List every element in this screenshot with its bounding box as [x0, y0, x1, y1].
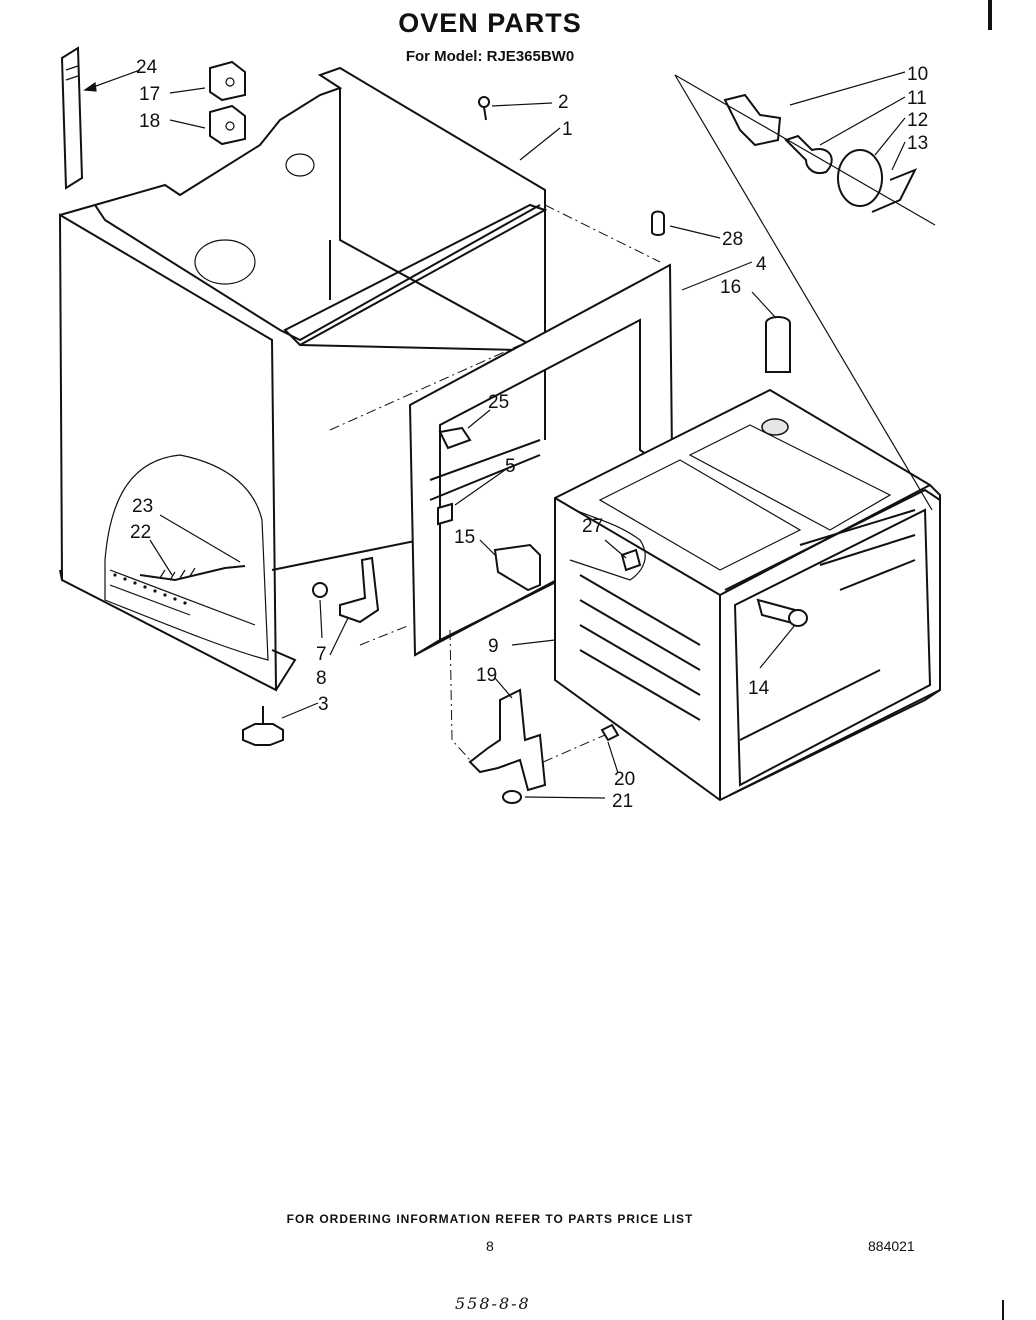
part-2-screw	[478, 96, 490, 121]
part-18-switch	[209, 104, 246, 146]
part-19-door-hinge	[468, 688, 547, 792]
callout-5: 5	[505, 456, 516, 477]
part-12-lamp-cover	[837, 149, 883, 207]
callout-9: 9	[488, 636, 499, 657]
callout-1: 1	[562, 119, 573, 140]
part-28-plug	[651, 210, 665, 236]
part-13-wire-clip	[871, 168, 918, 213]
page-number: 8	[486, 1238, 494, 1254]
callout-11: 11	[907, 88, 927, 109]
part-14-rod	[756, 598, 808, 627]
callout-25: 25	[488, 392, 509, 413]
front-frame	[408, 263, 674, 657]
callout-21: 21	[612, 791, 633, 812]
part-17-switch	[209, 60, 246, 102]
callout-10: 10	[907, 64, 928, 85]
model-subtitle: For Model: RJE365BW0	[405, 48, 575, 65]
part-20-screw	[600, 723, 620, 742]
part-15-hinge-bracket	[493, 543, 541, 592]
document-code: 884021	[868, 1238, 915, 1254]
part-5-bracket	[437, 502, 453, 526]
ordering-note: FOR ORDERING INFORMATION REFER TO PARTS …	[286, 1212, 694, 1226]
callout-15: 15	[454, 527, 475, 548]
callout-19: 19	[476, 665, 497, 686]
part-25-sensor	[438, 426, 472, 450]
callout-23: 23	[132, 496, 153, 517]
part-11-bulb	[784, 134, 833, 174]
callout-16: 16	[720, 277, 741, 298]
part-21-washer	[502, 790, 522, 804]
part-16-vent-tube	[765, 316, 791, 373]
part-3-leveling-leg	[242, 706, 284, 746]
callout-27: 27	[582, 516, 603, 537]
part-27-clip	[620, 548, 642, 572]
callout-4: 4	[756, 254, 767, 275]
callout-8: 8	[316, 668, 327, 689]
handwritten-note: 558-8-8	[455, 1294, 531, 1313]
callout-28: 28	[722, 229, 743, 250]
callout-3: 3	[318, 694, 329, 715]
part-7-nut	[312, 582, 328, 598]
callout-2: 2	[558, 92, 569, 113]
callout-17: 17	[139, 84, 160, 105]
callout-22: 22	[130, 522, 151, 543]
callout-13: 13	[907, 133, 928, 154]
callout-18: 18	[139, 111, 160, 132]
callout-14: 14	[748, 678, 770, 699]
part-8-hinge-arm	[339, 556, 380, 624]
oven-liner	[554, 388, 941, 802]
part-24-bracket	[60, 46, 84, 190]
callout-20: 20	[614, 769, 635, 790]
cabinet-body	[58, 66, 548, 692]
callout-12: 12	[907, 110, 928, 131]
callout-7: 7	[316, 644, 327, 665]
callout-24: 24	[136, 57, 158, 78]
page-title: OVEN PARTS	[398, 8, 582, 38]
